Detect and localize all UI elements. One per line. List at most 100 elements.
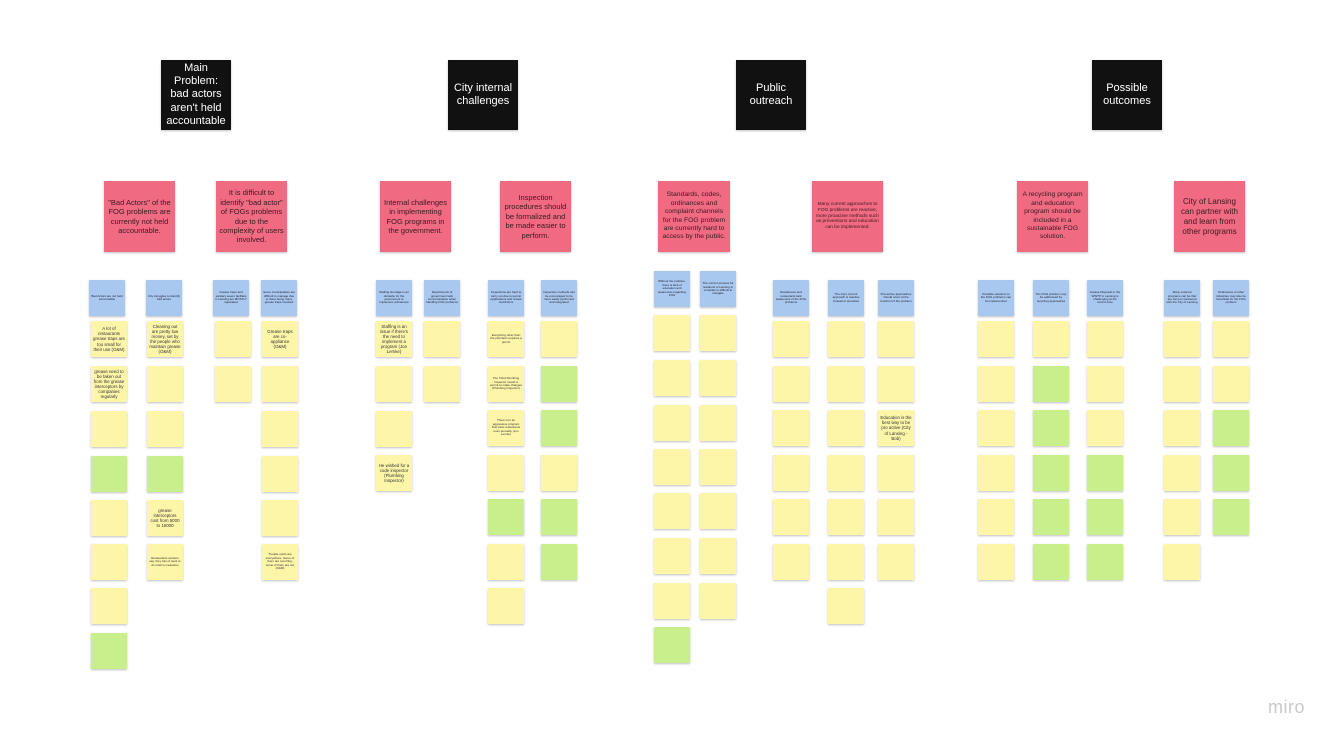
sticky-note[interactable]: [488, 499, 524, 535]
cluster-note[interactable]: Grease Disposal or the WWTP in Lansing i…: [1087, 280, 1123, 316]
sticky-note[interactable]: [978, 410, 1014, 446]
theme-note[interactable]: It is difficult to identify "bad actor" …: [216, 181, 287, 252]
sticky-note[interactable]: [773, 410, 809, 446]
theme-note[interactable]: A recycling program and education progra…: [1017, 181, 1088, 252]
sticky-note[interactable]: [878, 366, 914, 402]
sticky-note[interactable]: [1087, 321, 1123, 357]
sticky-note[interactable]: [654, 405, 690, 441]
sticky-note[interactable]: [376, 366, 412, 402]
cluster-note[interactable]: Residences and restaurants lack awarenes…: [773, 280, 809, 316]
sticky-note[interactable]: [1164, 455, 1200, 491]
sticky-note[interactable]: [878, 544, 914, 580]
theme-note[interactable]: Inspection procedures should be formaliz…: [500, 181, 571, 252]
sticky-note[interactable]: [1164, 499, 1200, 535]
sticky-note[interactable]: [215, 366, 251, 402]
header-main-problem[interactable]: Main Problem: bad actors aren't held acc…: [161, 60, 231, 130]
sticky-note[interactable]: [1033, 455, 1069, 491]
sticky-note[interactable]: [424, 366, 460, 402]
sticky-note[interactable]: [1213, 410, 1249, 446]
sticky-note[interactable]: [978, 455, 1014, 491]
theme-note[interactable]: Internal challenges in implementing FOG …: [380, 181, 451, 252]
cluster-note[interactable]: City struggles to identify bad actors: [146, 280, 182, 316]
cluster-note[interactable]: Possible solutions to the FOG problems c…: [978, 280, 1014, 316]
cluster-note[interactable]: Staffing shortage is an obstacle for the…: [376, 280, 412, 316]
sticky-note[interactable]: [978, 544, 1014, 580]
sticky-note[interactable]: [488, 455, 524, 491]
sticky-note[interactable]: [700, 583, 736, 619]
quote-note[interactable]: Staffing is an issue if there's the need…: [376, 321, 412, 357]
sticky-note[interactable]: [147, 411, 183, 447]
sticky-note[interactable]: [1087, 366, 1123, 402]
sticky-note[interactable]: [654, 583, 690, 619]
cluster-note[interactable]: Ordinances of other industries may also …: [1213, 280, 1249, 316]
sticky-note[interactable]: [828, 588, 864, 624]
quote-note[interactable]: A lot of restaurants grease traps are to…: [91, 321, 127, 357]
sticky-note[interactable]: [700, 538, 736, 574]
header-possible-outcomes[interactable]: Possible outcomes: [1092, 60, 1162, 130]
sticky-note[interactable]: [878, 321, 914, 357]
sticky-note[interactable]: [1213, 366, 1249, 402]
sticky-note[interactable]: [91, 456, 127, 492]
sticky-note[interactable]: [215, 321, 251, 357]
sticky-note[interactable]: [654, 538, 690, 574]
sticky-note[interactable]: [700, 405, 736, 441]
sticky-note[interactable]: [488, 544, 524, 580]
sticky-note[interactable]: [541, 455, 577, 491]
quote-note[interactable]: The Chief Plumbing Inspector needs a per…: [488, 366, 524, 402]
sticky-note[interactable]: [91, 411, 127, 447]
sticky-note[interactable]: [700, 493, 736, 529]
sticky-note[interactable]: [773, 366, 809, 402]
sticky-note[interactable]: [424, 321, 460, 357]
sticky-note[interactable]: [262, 366, 298, 402]
sticky-note[interactable]: [1164, 366, 1200, 402]
sticky-note[interactable]: [978, 499, 1014, 535]
sticky-note[interactable]: [1033, 499, 1069, 535]
cluster-note[interactable]: Many external programs can be that are c…: [1164, 280, 1200, 316]
cluster-note[interactable]: Some municipalities are difficult to man…: [261, 280, 297, 316]
theme-note[interactable]: City of Lansing can partner with and lea…: [1174, 181, 1245, 252]
sticky-note[interactable]: [828, 410, 864, 446]
sticky-note[interactable]: [1087, 455, 1123, 491]
sticky-note[interactable]: [1213, 455, 1249, 491]
sticky-note[interactable]: [1213, 321, 1249, 357]
sticky-note[interactable]: [262, 411, 298, 447]
sticky-note[interactable]: [978, 366, 1014, 402]
sticky-note[interactable]: [773, 455, 809, 491]
sticky-note[interactable]: [978, 321, 1014, 357]
quote-note[interactable]: He wished for a code inspector (Plumbing…: [376, 455, 412, 491]
sticky-note[interactable]: [91, 588, 127, 624]
cluster-note[interactable]: Departments of government lack communica…: [424, 280, 460, 316]
sticky-note[interactable]: [700, 449, 736, 485]
quote-note[interactable]: grease interceptors cost from 5000 to 15…: [147, 500, 183, 536]
sticky-note[interactable]: [1213, 499, 1249, 535]
sticky-note[interactable]: [654, 360, 690, 396]
quote-note[interactable]: Trouble spots are everywhere. Some of th…: [262, 544, 298, 580]
sticky-note[interactable]: [654, 493, 690, 529]
sticky-note[interactable]: [541, 544, 577, 580]
quote-note[interactable]: Everything other than the plumbers requi…: [488, 321, 524, 357]
sticky-note[interactable]: [147, 366, 183, 402]
sticky-note[interactable]: [773, 544, 809, 580]
sticky-note[interactable]: [828, 455, 864, 491]
theme-note[interactable]: Standards, codes, ordinances and complai…: [658, 181, 730, 252]
quote-note[interactable]: Cleaning out are pretty low money, set b…: [147, 321, 183, 357]
sticky-note[interactable]: [147, 456, 183, 492]
sticky-note[interactable]: [1087, 544, 1123, 580]
cluster-note[interactable]: The city's current approach is reactive …: [828, 280, 864, 316]
cluster-note[interactable]: The FOG problem may be addressed by recy…: [1033, 280, 1069, 316]
quote-note[interactable]: grease need to be taken out from the gre…: [91, 366, 127, 402]
sticky-note[interactable]: [700, 360, 736, 396]
header-city-internal-challenges[interactable]: City internal challenges: [448, 60, 518, 130]
sticky-note[interactable]: [1033, 366, 1069, 402]
theme-note[interactable]: Many current approaches to FOG problems …: [812, 181, 883, 252]
sticky-note[interactable]: [91, 633, 127, 669]
sticky-note[interactable]: [773, 499, 809, 535]
sticky-note[interactable]: [828, 366, 864, 402]
sticky-note[interactable]: [878, 499, 914, 535]
quote-note[interactable]: Grease traps are co-appliance (O&M): [262, 321, 298, 357]
sticky-note[interactable]: [262, 500, 298, 536]
sticky-note[interactable]: [91, 500, 127, 536]
sticky-note[interactable]: [91, 544, 127, 580]
sticky-note[interactable]: [828, 321, 864, 357]
